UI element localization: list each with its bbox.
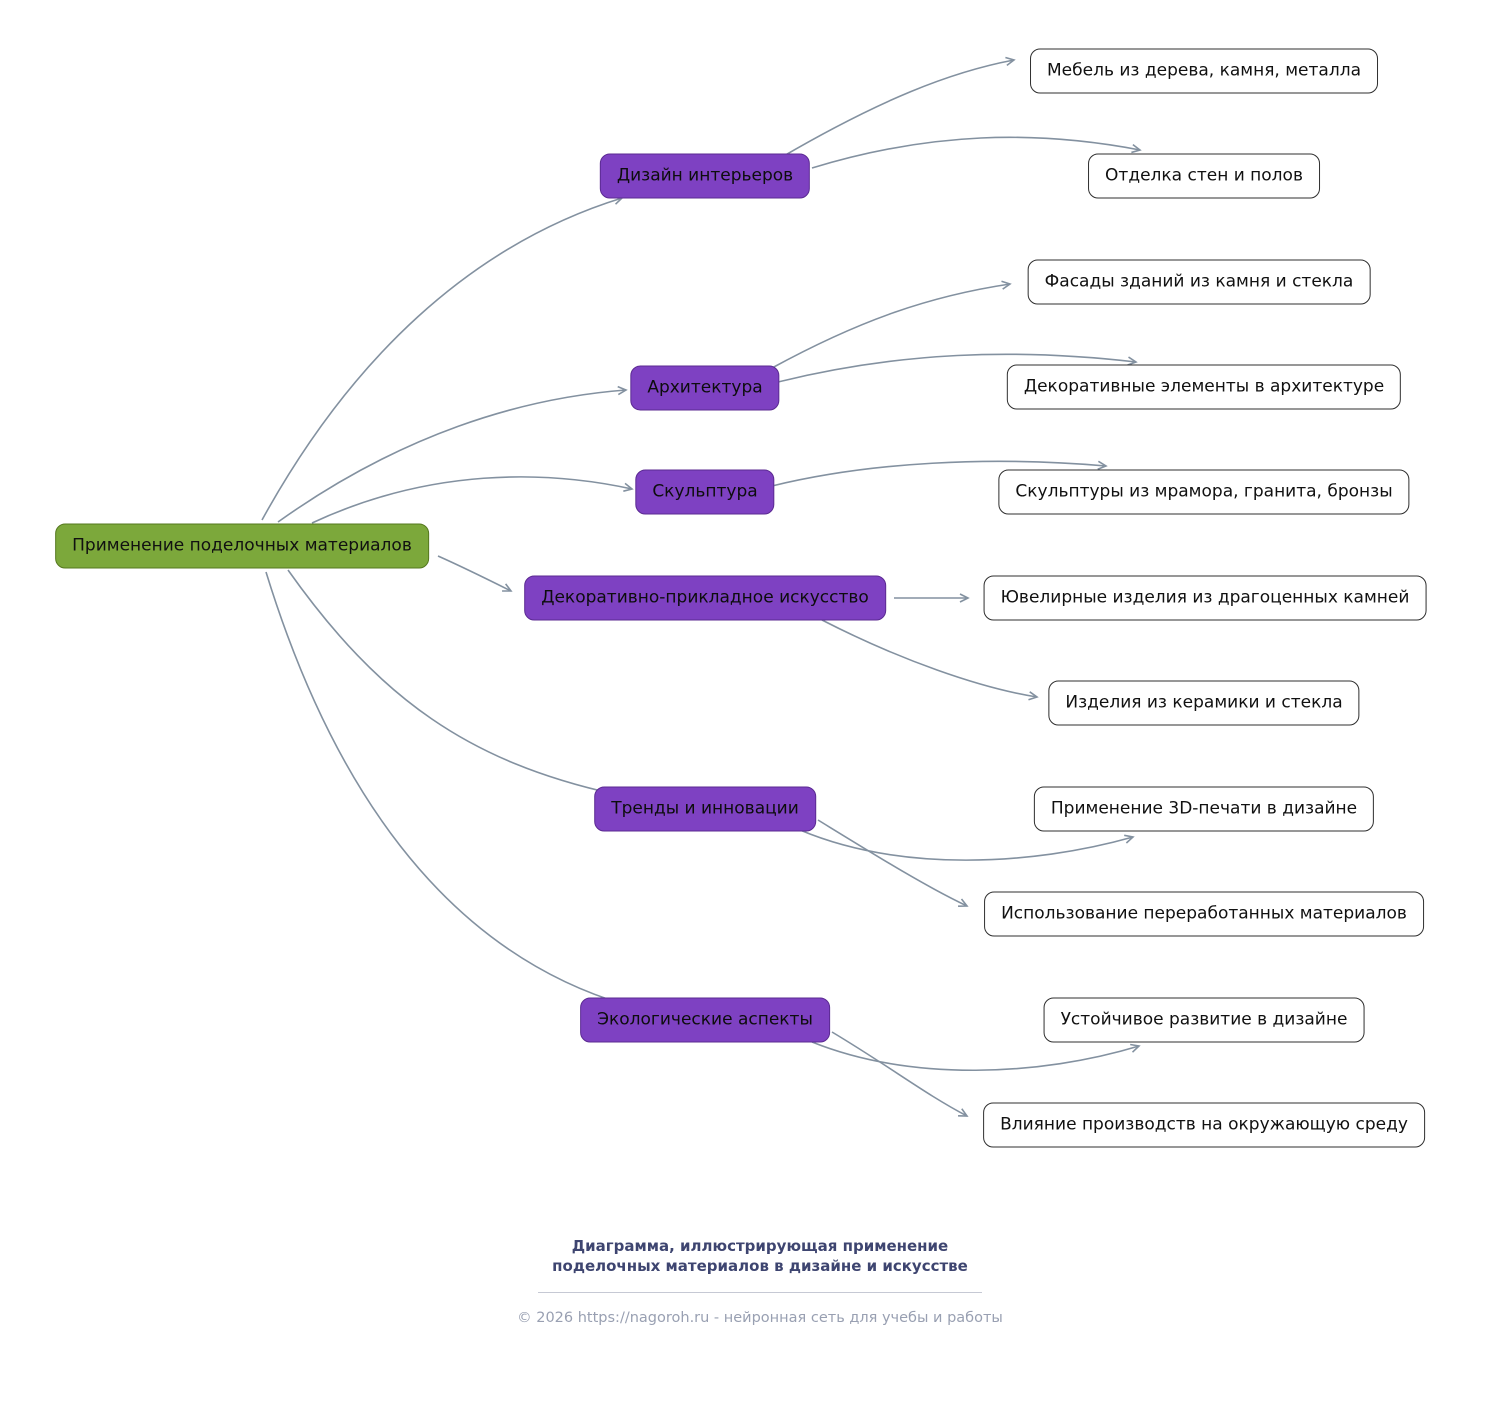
branch-architecture: Архитектура xyxy=(630,365,780,411)
branch-ecological-aspects: Экологические аспекты xyxy=(580,997,830,1043)
edge-decorative-ceramics xyxy=(821,619,1039,701)
edge-root-interior xyxy=(261,195,624,521)
leaf-recycled-materials: Использование переработанных материалов xyxy=(984,891,1424,937)
edge-architecture-facades xyxy=(771,280,1012,369)
copyright-text: © 2026 https://nagoroh.ru - нейронная се… xyxy=(517,1310,1003,1326)
leaf-sustainable-development: Устойчивое развитие в дизайне xyxy=(1043,997,1365,1043)
edge-interior-walls xyxy=(811,136,1142,169)
branch-decorative-applied-art: Декоративно-прикладное искусство xyxy=(524,575,886,621)
caption-line-2: поделочных материалов в дизайне и искусс… xyxy=(552,1257,968,1276)
leaf-3d-printing: Применение 3D-печати в дизайне xyxy=(1033,786,1375,832)
edge-interior-furniture xyxy=(781,56,1016,158)
leaf-ceramics-glass: Изделия из керамики и стекла xyxy=(1048,680,1360,726)
edge-ecology-sustainable xyxy=(811,1041,1141,1072)
edge-trends-3dprint xyxy=(799,829,1135,861)
edge-trends-recycled xyxy=(817,819,969,907)
edge-root-ecology xyxy=(265,571,628,1008)
leaf-environmental-impact: Влияние производств на окружающую среду xyxy=(983,1102,1425,1148)
branch-interior-design: Дизайн интерьеров xyxy=(599,153,811,199)
root-node: Применение поделочных материалов xyxy=(55,523,429,569)
footer-divider xyxy=(538,1292,982,1293)
edge-architecture-decor-elements xyxy=(777,353,1138,383)
edge-root-sculpture xyxy=(311,476,634,524)
leaf-decorative-elements: Декоративные элементы в архитектуре xyxy=(1006,364,1402,410)
edge-root-architecture xyxy=(277,385,628,523)
edge-root-decorative xyxy=(437,555,513,592)
edge-sculpture-marble xyxy=(771,460,1108,487)
leaf-walls-floors: Отделка стен и полов xyxy=(1088,153,1320,199)
edge-root-trends xyxy=(287,569,616,797)
leaf-jewelry: Ювелирные изделия из драгоценных камней xyxy=(983,575,1427,621)
branch-sculpture: Скульптура xyxy=(635,469,775,515)
edge-ecology-impact xyxy=(831,1031,969,1117)
diagram-caption: Диаграмма, иллюстрирующая применение под… xyxy=(552,1236,968,1277)
caption-line-1: Диаграмма, иллюстрирующая применение xyxy=(571,1237,949,1255)
leaf-facades: Фасады зданий из камня и стекла xyxy=(1027,259,1371,305)
branch-trends-innovations: Тренды и инновации xyxy=(594,786,816,832)
leaf-marble-sculptures: Скульптуры из мрамора, гранита, бронзы xyxy=(998,469,1410,515)
leaf-furniture: Мебель из дерева, камня, металла xyxy=(1030,48,1378,94)
